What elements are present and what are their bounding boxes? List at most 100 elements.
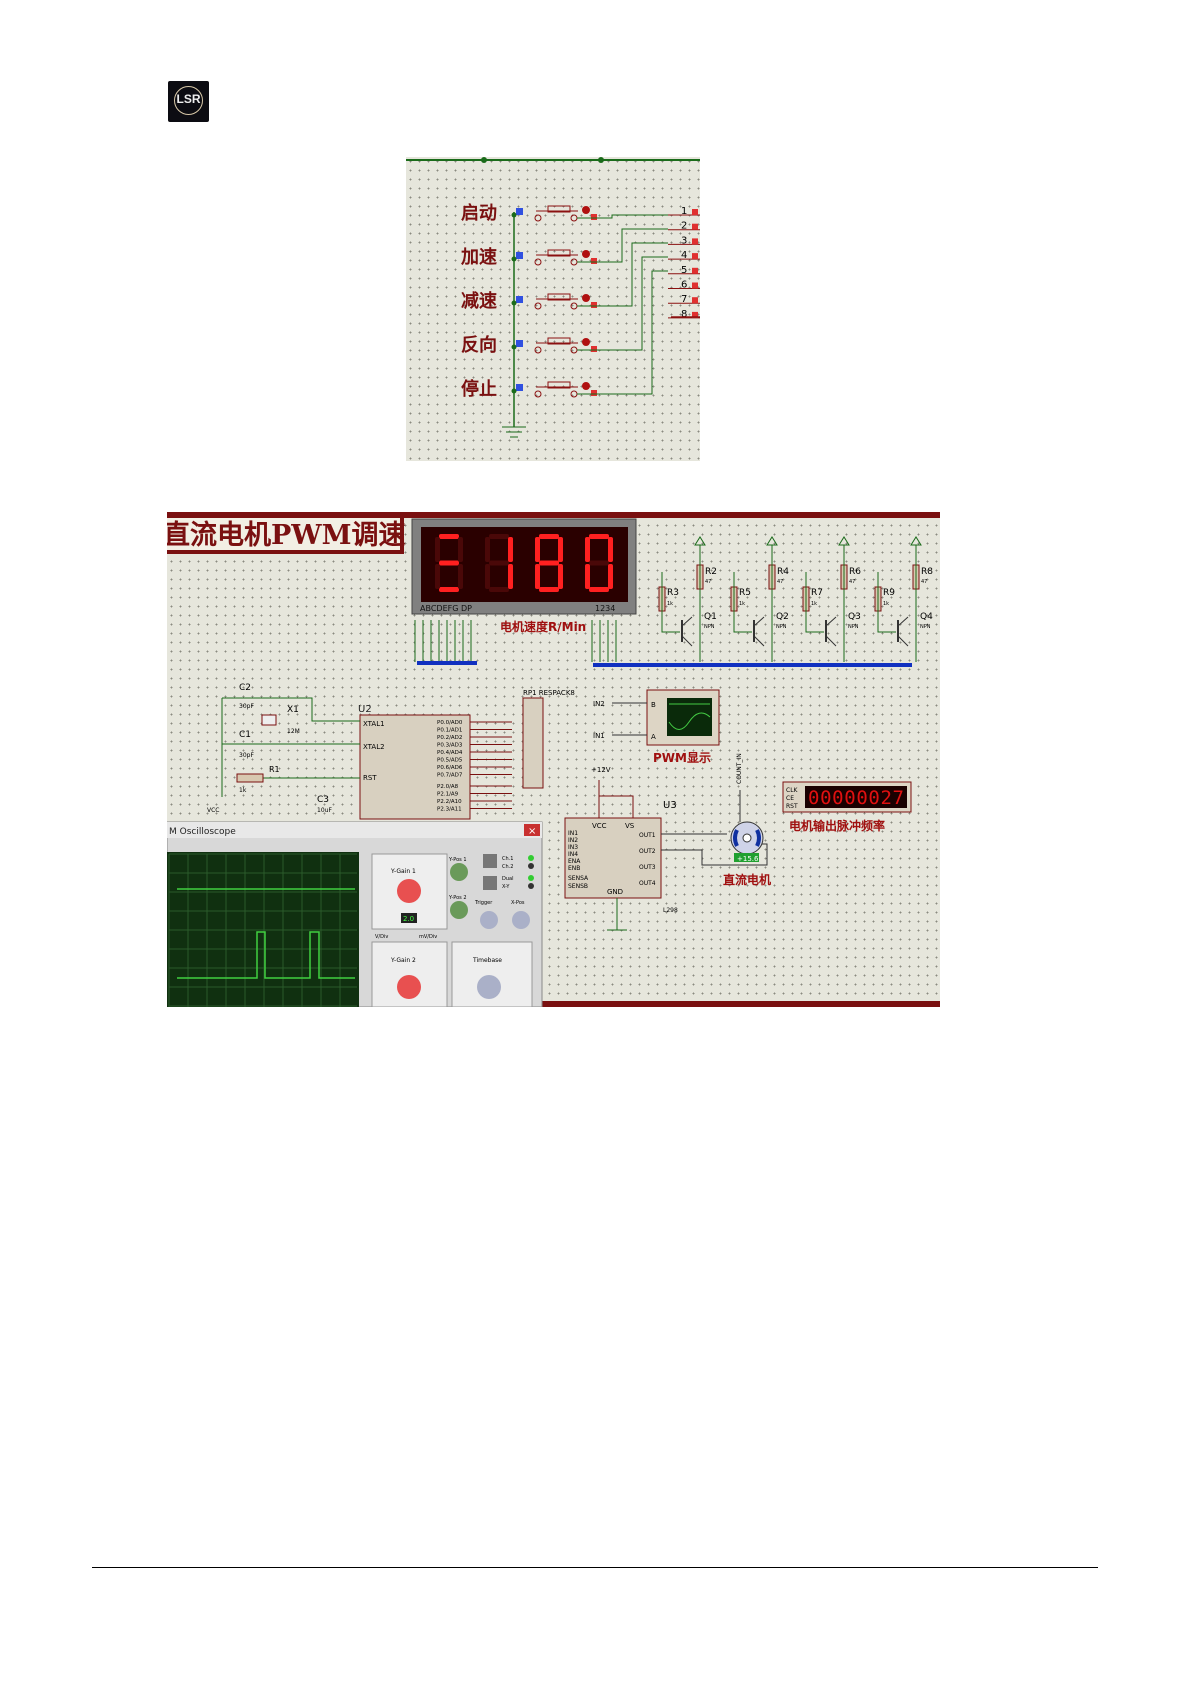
- connector-pin: 7: [681, 294, 687, 305]
- mcu-pin-label: P2.3/A11: [437, 807, 462, 813]
- pin-xtal2: XTAL2: [363, 743, 385, 751]
- segment: [585, 564, 590, 589]
- counter-ce: CE: [786, 795, 794, 802]
- pwm-schematic: 直流电机PWM调速 ABCDEFG DP 1234 电机速度R/Min R31k…: [167, 512, 940, 1007]
- close-button[interactable]: [524, 824, 540, 836]
- c3-label: C3: [317, 795, 329, 805]
- mcu-pin-label: P0.3/AD3: [437, 743, 463, 749]
- segment: [589, 560, 609, 566]
- driver-part: L298: [663, 907, 678, 914]
- mcu-pin-label: P0.2/AD2: [437, 735, 462, 741]
- motor-reading: +15.6: [737, 855, 759, 863]
- connector-pin: 8: [681, 309, 687, 320]
- segment: [458, 537, 463, 562]
- segment: [439, 534, 459, 539]
- mcu-pin-label: P0.4/AD4: [437, 750, 463, 756]
- mcu-pin-label: P0.5/AD5: [437, 758, 463, 764]
- button-label: 停止: [461, 378, 497, 400]
- segment: [539, 534, 559, 539]
- ygain2-knob[interactable]: [397, 975, 421, 999]
- vcc-label: VCC: [207, 807, 219, 814]
- timebase-label: Timebase: [472, 957, 502, 964]
- dual-label: Dual: [502, 876, 513, 882]
- push-button: 停止: [461, 270, 668, 400]
- net-in1: IN1: [593, 732, 605, 740]
- top-resistor-label: R8: [921, 567, 933, 577]
- transistor-label: Q1: [704, 612, 717, 622]
- button-label: 减速: [461, 290, 497, 312]
- segment: [508, 537, 513, 562]
- base-resistor-label: R5: [739, 588, 751, 598]
- driver-input-label: ENA: [568, 858, 581, 865]
- rp1-label: RP1 RESPACK8: [523, 689, 575, 697]
- driver-output-label: OUT3: [639, 864, 656, 871]
- mvdiv-label: mV/Div: [419, 934, 437, 940]
- ch2-label: Ch.2: [502, 864, 513, 870]
- segment: [489, 534, 509, 539]
- trigger-knob[interactable]: [480, 911, 498, 929]
- segment: [608, 564, 613, 589]
- segment: [439, 587, 459, 592]
- mcu-pin-label: P2.2/A10: [437, 799, 462, 805]
- r1-value: 1k: [239, 787, 247, 794]
- xpos-knob[interactable]: [512, 911, 530, 929]
- ygain1-label: Y-Gain 1: [390, 868, 416, 875]
- segment: [485, 564, 490, 589]
- driver-ref: U3: [663, 800, 677, 811]
- top-resistor-value: 47: [849, 579, 855, 585]
- ygain1-knob[interactable]: [397, 879, 421, 903]
- speed-caption: 电机速度R/Min: [500, 619, 586, 634]
- connector-pin: 2: [681, 221, 687, 232]
- display-digit-labels: 1234: [595, 604, 615, 613]
- driver-output-label: OUT2: [639, 848, 656, 855]
- segment: [589, 587, 609, 592]
- mode-toggle[interactable]: [483, 876, 497, 890]
- transistor-label: Q2: [776, 612, 789, 622]
- ygain2-label: Y-Gain 2: [390, 957, 416, 964]
- c2-label: C2: [239, 683, 251, 693]
- push-button: 反向: [461, 256, 668, 356]
- driver-input-label: SENSA: [568, 875, 589, 882]
- ypos2-label: Y-Pos 2: [448, 895, 467, 901]
- driver-gnd: GND: [607, 888, 623, 896]
- oscilloscope-window[interactable]: M Oscilloscope × Y-Gain 1 2.0 V/Div mV/D…: [167, 821, 543, 1007]
- counter-caption: 电机输出脉冲频率: [789, 818, 885, 833]
- ypos1-knob[interactable]: [450, 863, 468, 881]
- segment: [535, 537, 540, 562]
- base-resistor-value: 1k: [667, 601, 673, 607]
- speed-display-digits: [435, 534, 613, 592]
- channel-toggle[interactable]: [483, 854, 497, 868]
- supply-label: +12V: [591, 766, 611, 774]
- segment: [589, 534, 609, 539]
- ypos2-knob[interactable]: [450, 901, 468, 919]
- top-resistor-label: R6: [849, 567, 861, 577]
- button-label: 反向: [461, 334, 497, 356]
- logo-text: LSR: [176, 92, 201, 106]
- driver-output-label: OUT4: [639, 880, 656, 887]
- ygain-readout: 2.0: [403, 915, 414, 923]
- c1-value: 30pF: [239, 752, 254, 759]
- segment: [535, 564, 540, 589]
- logo: LSR: [168, 81, 209, 122]
- base-resistor-label: R9: [883, 588, 895, 598]
- driver-input-label: SENSB: [568, 883, 588, 890]
- segment: [558, 537, 563, 562]
- c2-value: 30pF: [239, 703, 254, 710]
- transistor-label: Q4: [920, 612, 933, 622]
- footer-rule: [92, 1567, 1098, 1568]
- driver-vs: VS: [625, 822, 635, 830]
- counter-value: 00000027: [808, 787, 904, 809]
- button-label: 加速: [460, 246, 497, 268]
- timebase-knob[interactable]: [477, 975, 501, 999]
- npn-label: NPN: [704, 624, 715, 630]
- segment: [458, 564, 463, 589]
- segment: [558, 564, 563, 589]
- connector-pin: 6: [681, 280, 687, 291]
- connector-pin: 1: [681, 206, 687, 217]
- base-resistor-label: R3: [667, 588, 679, 598]
- segment: [489, 587, 509, 592]
- driver-input-label: IN3: [568, 844, 578, 851]
